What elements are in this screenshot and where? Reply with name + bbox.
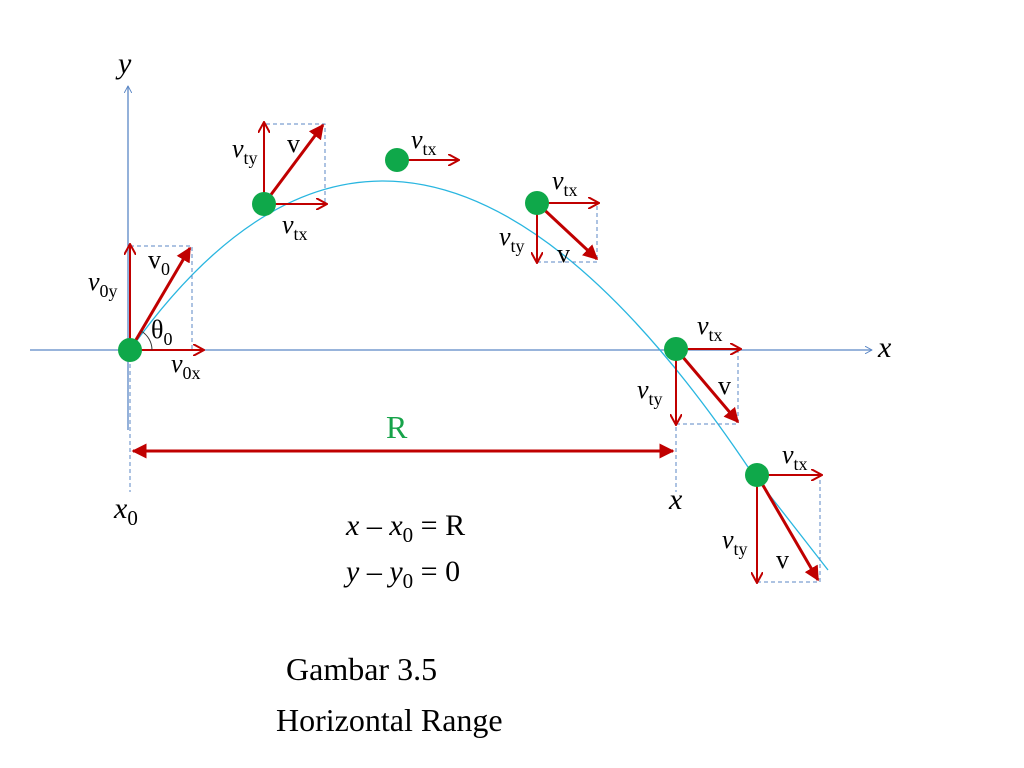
dashed-guides	[129, 123, 821, 583]
v-label-1: v	[287, 129, 300, 158]
ball-rising	[252, 192, 276, 216]
vty-label-3: vty	[499, 222, 525, 256]
caption-figure-number: Gambar 3.5	[286, 651, 437, 687]
x0-label: x0	[113, 492, 138, 530]
vtx-label-peak: vtx	[411, 125, 437, 159]
vty-label-1: vty	[232, 134, 258, 168]
vtx-label-landing: vtx	[697, 311, 723, 345]
v-vector-landing	[674, 348, 740, 424]
vtx-label-1: vtx	[282, 210, 308, 244]
v0-label: v0	[148, 245, 170, 279]
v0-vector	[128, 246, 192, 351]
vty-label-landing: vty	[637, 375, 663, 409]
vtx-label-5: vtx	[782, 440, 808, 474]
equation-height: y – y0 = 0	[343, 555, 460, 593]
range-label: R	[386, 409, 408, 445]
v-vector-1	[262, 123, 325, 205]
x-end-label: x	[668, 483, 683, 516]
v-label-3: v	[557, 239, 570, 268]
ball-launch	[118, 338, 142, 362]
v0x-label: v0x	[171, 349, 201, 383]
trajectory-curve	[129, 180, 829, 571]
v-label-5: v	[776, 545, 789, 574]
ball-below	[745, 463, 769, 487]
x-axis-label: x	[877, 331, 892, 364]
ball-peak	[385, 148, 409, 172]
theta0-label: θ0	[151, 315, 172, 349]
v-vector-3	[535, 201, 599, 261]
v0y-label: v0y	[88, 267, 118, 301]
v-vector-5	[755, 474, 820, 582]
theta-arc	[140, 330, 153, 351]
ball-landing	[664, 337, 688, 361]
y-axis-label: y	[115, 47, 132, 80]
v-label-landing: v	[718, 371, 731, 400]
ball-descending	[525, 191, 549, 215]
equation-range: x – x0 = R	[345, 509, 465, 547]
vty-label-5: vty	[722, 525, 748, 559]
vtx-label-3: vtx	[552, 166, 578, 200]
caption-title: Horizontal Range	[276, 702, 503, 738]
